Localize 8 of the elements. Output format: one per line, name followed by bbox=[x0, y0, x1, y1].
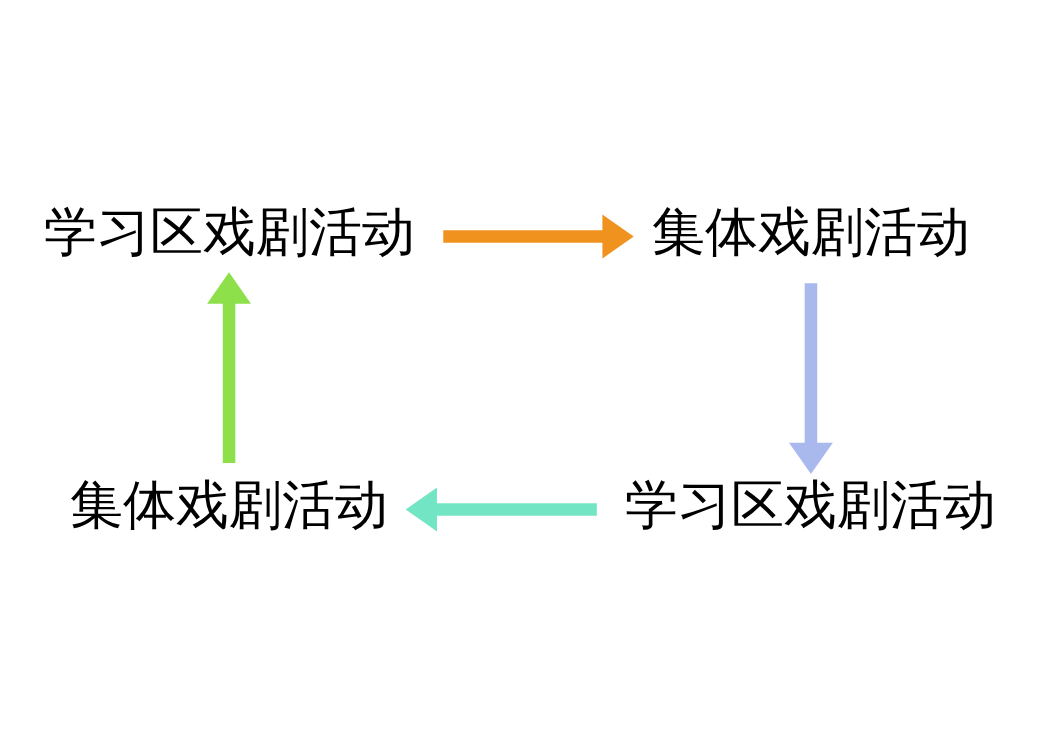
node-text: 集体戏剧活动 bbox=[651, 200, 970, 263]
node-text: 学习区戏剧活动 bbox=[625, 473, 997, 536]
node-text: 集体戏剧活动 bbox=[70, 473, 389, 536]
arrow bbox=[207, 271, 251, 463]
arrow bbox=[789, 282, 833, 474]
arrow bbox=[443, 214, 634, 258]
arrow bbox=[405, 487, 597, 531]
node-text: 学习区戏剧活动 bbox=[43, 200, 415, 263]
